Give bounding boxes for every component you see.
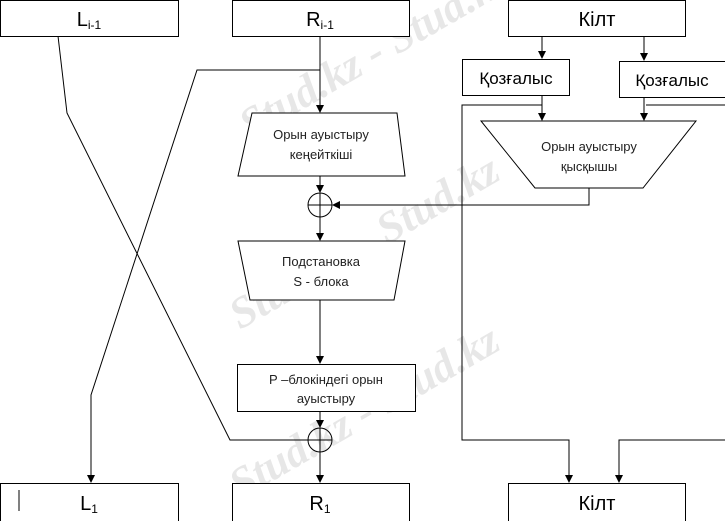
box-r-prev: Ri-1: [232, 0, 410, 37]
svg-text:ауыстыру: ауыстыру: [297, 391, 356, 406]
xor-icon: [307, 192, 333, 218]
box-shift-left: Қозғалыс: [462, 59, 570, 96]
svg-text:Орын ауыстыру: Орын ауыстыру: [541, 139, 637, 154]
box-shift-right: Қозғалыс: [619, 61, 725, 98]
box-l-prev: Li-1: [0, 0, 179, 37]
box-key-out: Кілт: [508, 483, 686, 521]
arrow-shift-right-to-key-out: [615, 439, 725, 483]
line-left-to-xor2: [57, 35, 308, 441]
connectors: [57, 35, 725, 483]
arrow-shift-left-to-key-out: [461, 104, 573, 483]
svg-text:P –блокіндегі орын: P –блокіндегі орын: [269, 372, 383, 387]
svg-text:L1: L1: [80, 493, 98, 516]
box-key-in: Кілт: [508, 0, 686, 37]
p-box-permutation: P –блокіндегі орын ауыстыру: [237, 364, 416, 412]
svg-text:Ri-1: Ri-1: [306, 9, 334, 32]
svg-text:қысқышы: қысқышы: [561, 159, 617, 174]
s-box-substitution: Подстановка S - блока: [237, 240, 406, 301]
xor-icon: [307, 427, 333, 453]
svg-text:Қозғалыс: Қозғалыс: [479, 69, 553, 88]
svg-text:Li-1: Li-1: [77, 9, 102, 32]
svg-text:Орын ауыстыру: Орын ауыстыру: [273, 127, 369, 142]
compression-permutation: Орын ауыстыру қысқышы: [479, 120, 698, 189]
svg-text:кеңейткіші: кеңейткіші: [290, 147, 353, 162]
svg-text:Кілт: Кілт: [579, 9, 616, 31]
arrow-r-to-l1: [87, 69, 320, 483]
svg-text:Қозғалыс: Қозғалыс: [635, 71, 709, 90]
svg-text:Подстановка: Подстановка: [282, 254, 361, 269]
expansion-permutation: Орын ауыстыру кеңейткіші: [237, 112, 406, 177]
arrow-compression-to-xor1: [332, 188, 590, 209]
svg-text:Кілт: Кілт: [579, 493, 616, 515]
svg-text:S - блока: S - блока: [293, 274, 349, 289]
box-l-next: L1: [0, 483, 179, 521]
box-r-next: R1: [232, 483, 410, 521]
svg-text:R1: R1: [309, 493, 330, 516]
